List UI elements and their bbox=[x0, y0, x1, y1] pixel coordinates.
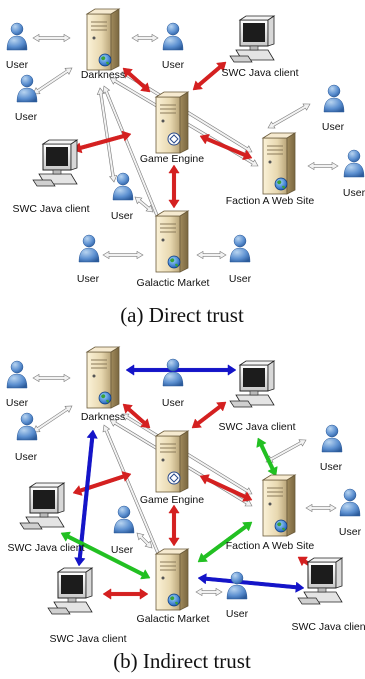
user-link-arrow bbox=[136, 532, 153, 549]
indirect-trust-arrow bbox=[74, 429, 98, 567]
direct-trust-arrow bbox=[199, 474, 253, 502]
client-label-bottom-right: SWC Java client bbox=[291, 621, 365, 633]
direct-trust-arrow bbox=[199, 133, 253, 161]
panel-a-direct-trust-links bbox=[72, 61, 253, 209]
user-link-arrow bbox=[32, 67, 73, 95]
direct-trust-arrow bbox=[192, 61, 227, 91]
user-b7-icon bbox=[226, 571, 248, 600]
direct-trust-arrow bbox=[122, 67, 151, 93]
user-label: User bbox=[77, 273, 100, 285]
direct-trust-arrow bbox=[102, 588, 149, 600]
swc-client-top-icon bbox=[229, 15, 275, 63]
user-a8-icon bbox=[229, 234, 251, 263]
user-b5-icon bbox=[339, 488, 361, 517]
server-label-game-engine: Game Engine bbox=[140, 494, 204, 506]
server-darkness-icon bbox=[86, 8, 120, 71]
user-a5-icon bbox=[343, 149, 365, 178]
client-label-top: SWC Java client bbox=[218, 421, 295, 433]
client-label-top: SWC Java client bbox=[221, 67, 298, 79]
user-a2-icon bbox=[16, 74, 38, 103]
indirect-trust-arrow bbox=[60, 531, 151, 580]
user-label: User bbox=[339, 526, 362, 538]
user-link-arrow bbox=[265, 439, 307, 463]
user-label: User bbox=[229, 273, 252, 285]
server-label-faction: Faction A Web Site bbox=[226, 195, 315, 207]
swc-client-bottom-left-icon bbox=[47, 567, 93, 615]
server-label-darkness: Darkness bbox=[81, 69, 125, 81]
direct-trust-arrow bbox=[168, 504, 180, 547]
indirect-trust-arrow bbox=[197, 521, 253, 563]
user-label: User bbox=[111, 544, 134, 556]
user-link-arrow bbox=[32, 405, 73, 433]
user-label: User bbox=[15, 111, 38, 123]
server-galactic-market-icon bbox=[155, 548, 189, 611]
user-label: User bbox=[6, 397, 29, 409]
server-label-darkness: Darkness bbox=[81, 411, 125, 423]
user-b4-icon bbox=[321, 424, 343, 453]
swc-client-bottom-right-icon bbox=[297, 557, 343, 605]
direct-trust-arrow bbox=[191, 401, 227, 429]
server-faction-icon bbox=[262, 132, 296, 195]
direct-trust-arrow bbox=[72, 471, 132, 496]
direct-trust-arrow bbox=[72, 130, 132, 154]
client-label-left: SWC Java client bbox=[7, 542, 84, 554]
user-label: User bbox=[322, 121, 345, 133]
server-faction-icon bbox=[262, 474, 296, 537]
user-label: User bbox=[111, 210, 134, 222]
client-label-bottom-left: SWC Java client bbox=[49, 633, 126, 645]
server-label-faction: Faction A Web Site bbox=[226, 540, 315, 552]
user-link-arrow bbox=[131, 33, 159, 43]
user-label: User bbox=[320, 461, 343, 473]
swc-client-left-icon bbox=[19, 482, 65, 530]
user-a1-icon bbox=[6, 22, 28, 51]
user-label: User bbox=[226, 608, 249, 620]
user-b6-icon bbox=[113, 505, 135, 534]
user-link-arrow bbox=[32, 373, 71, 383]
user-label: User bbox=[6, 59, 29, 71]
user-link-arrow bbox=[196, 250, 227, 260]
panel-a: Darkness Game Engine Faction A Web Site … bbox=[6, 8, 365, 327]
user-label: User bbox=[162, 397, 185, 409]
panel-b-indirect-trust-links bbox=[60, 364, 305, 593]
client-label-left: SWC Java client bbox=[12, 203, 89, 215]
user-b1-icon bbox=[6, 360, 28, 389]
panel-b: Darkness Game Engine Faction A Web Site … bbox=[6, 346, 365, 673]
user-link-arrow bbox=[267, 103, 311, 129]
swc-client-top-icon bbox=[229, 360, 275, 408]
caption-b: (b) Indirect trust bbox=[113, 649, 251, 673]
caption-a: (a) Direct trust bbox=[120, 303, 244, 327]
user-link-arrow bbox=[134, 196, 154, 213]
user-link-arrow bbox=[102, 250, 144, 260]
swc-client-left-icon bbox=[32, 139, 78, 187]
user-link-arrow bbox=[305, 503, 337, 513]
direct-trust-arrow bbox=[122, 403, 151, 429]
server-label-game-engine: Game Engine bbox=[140, 153, 204, 165]
indirect-trust-arrow bbox=[125, 364, 237, 376]
user-link-arrow bbox=[32, 33, 71, 43]
user-link-arrow bbox=[307, 161, 339, 171]
user-link-arrow bbox=[195, 587, 223, 597]
indirect-trust-arrow bbox=[197, 573, 305, 593]
server-galactic-market-icon bbox=[155, 210, 189, 273]
user-label: User bbox=[15, 451, 38, 463]
user-a3-icon bbox=[162, 22, 184, 51]
server-game-engine-icon bbox=[155, 430, 189, 493]
user-b3-icon bbox=[162, 358, 184, 387]
server-game-engine-icon bbox=[155, 91, 189, 154]
user-label: User bbox=[162, 59, 185, 71]
direct-trust-arrow bbox=[168, 164, 180, 209]
server-darkness-icon bbox=[86, 346, 120, 409]
user-link-arrow bbox=[96, 87, 118, 183]
server-label-galactic-market: Galactic Market bbox=[137, 613, 210, 625]
user-b2-icon bbox=[16, 412, 38, 441]
user-label: User bbox=[343, 187, 365, 199]
user-a4-icon bbox=[323, 84, 345, 113]
user-a7-icon bbox=[78, 234, 100, 263]
server-label-galactic-market: Galactic Market bbox=[137, 277, 210, 289]
